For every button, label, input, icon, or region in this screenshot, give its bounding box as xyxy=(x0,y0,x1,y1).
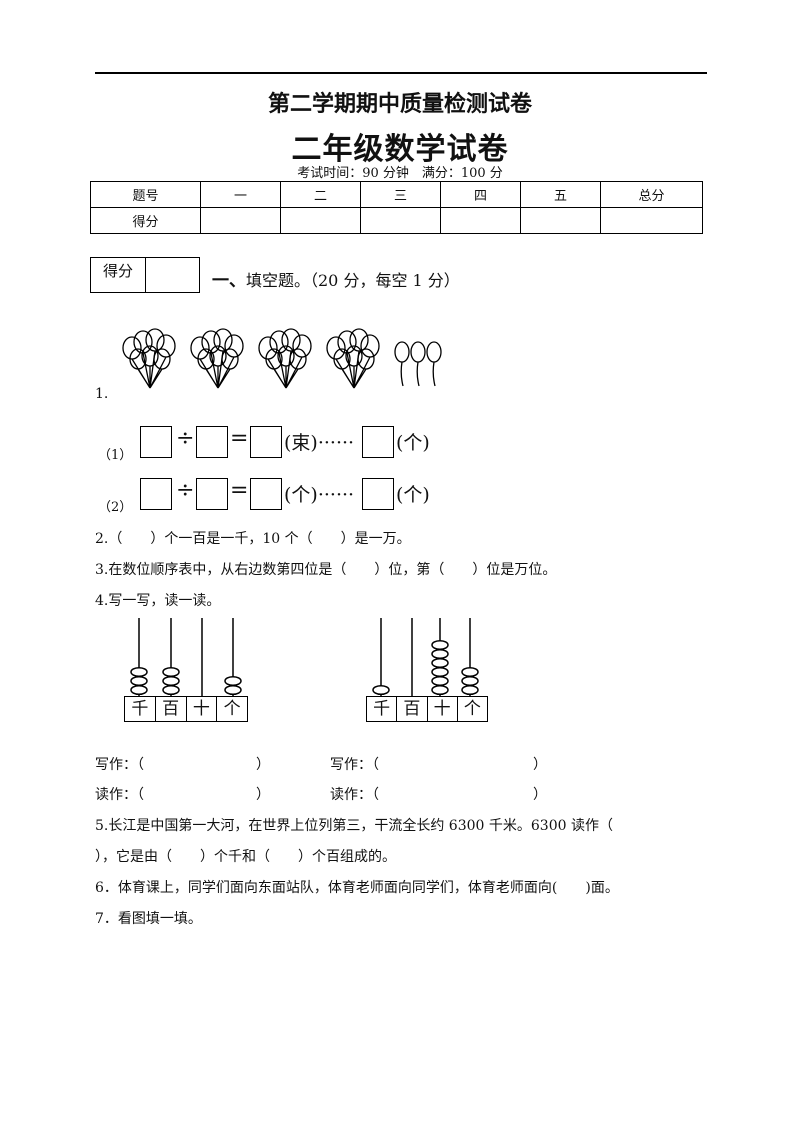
abacus-bead xyxy=(162,675,180,687)
unit-label: (个) xyxy=(396,484,430,506)
abacus-bead xyxy=(461,666,479,678)
abacus-bead xyxy=(431,666,449,678)
abacus-bead xyxy=(130,666,148,678)
question-5-line-2: ），它是由（ ）个千和（ ）个百组成的。 xyxy=(95,849,396,865)
answer-box[interactable] xyxy=(362,426,394,458)
section-heading-text: 填空题。（20 分，每空 1 分） xyxy=(246,271,460,290)
unit-label: (束)······ xyxy=(284,432,355,454)
write-answer-2[interactable]: 写作：（ ） xyxy=(330,757,547,773)
section-score-label: 得分 xyxy=(91,258,146,292)
score-header-cell: 五 xyxy=(520,181,601,208)
question-1-equation-2: （2） ÷ = (个)······ (个) xyxy=(0,472,800,515)
abacus-left xyxy=(130,618,242,696)
abacus-right-base: 千 百 十 个 xyxy=(366,696,488,722)
place-label: 百 xyxy=(397,697,428,721)
abacus-bead xyxy=(431,639,449,651)
question-6: 6．体育课上，同学们面向东面站队，体育老师面向同学们，体育老师面向( )面。 xyxy=(95,880,619,896)
question-3: 3.在数位顺序表中，从右边数第四位是（ ）位，第（ ）位是万位。 xyxy=(95,562,557,578)
equals-sign: = xyxy=(230,426,249,451)
score-table: 题号 一 二 三 四 五 总分 得分 xyxy=(90,181,703,234)
score-cell[interactable] xyxy=(520,207,601,234)
place-label: 百 xyxy=(156,697,187,721)
abacus-bead xyxy=(224,675,242,687)
question-4: 4.写一写，读一读。 xyxy=(95,593,221,609)
place-label: 千 xyxy=(367,697,398,721)
single-balloons xyxy=(394,341,442,387)
score-cell[interactable] xyxy=(200,207,281,234)
answer-box[interactable] xyxy=(250,426,282,458)
read-answer-2[interactable]: 读作：（ ） xyxy=(330,787,547,803)
unit-label: (个)······ xyxy=(284,484,355,506)
place-label: 个 xyxy=(223,699,241,719)
question-7: 7．看图填一填。 xyxy=(95,911,202,927)
place-label: 千 xyxy=(125,697,156,721)
question-1-number: 1. xyxy=(95,386,109,402)
exam-title: 第二学期期中质量检测试卷 xyxy=(267,92,532,117)
answer-box[interactable] xyxy=(196,426,228,458)
abacus-bead xyxy=(162,684,180,696)
score-cell[interactable] xyxy=(440,207,521,234)
answer-box[interactable] xyxy=(250,478,282,510)
place-label: 十 xyxy=(428,697,458,721)
abacus-bead xyxy=(224,684,242,696)
score-header-cell: 四 xyxy=(440,181,521,208)
question-2: 2.（ ）个一百是一千，10 个（ ）是一万。 xyxy=(95,531,411,547)
question-1-equation-1: （1） ÷ = (束)······ (个) xyxy=(0,420,800,463)
balloon-bunch xyxy=(190,328,244,389)
abacus-bead xyxy=(461,684,479,696)
balloon-bunch xyxy=(258,328,312,389)
score-cell[interactable] xyxy=(360,207,441,234)
abacus-bead xyxy=(130,684,148,696)
abacus-bead xyxy=(431,675,449,687)
question-5-line-1: 5.长江是中国第一大河，在世界上位列第三，干流全长约 6300 千米。6300 … xyxy=(95,818,613,834)
score-table-score-row: 得分 xyxy=(90,207,703,234)
exam-info: 考试时间：90 分钟 满分：100 分 xyxy=(297,166,503,181)
score-header-cell: 一 xyxy=(200,181,281,208)
answer-box[interactable] xyxy=(140,478,172,510)
balloons-illustration xyxy=(122,328,442,389)
equation-label: （2） xyxy=(98,500,133,515)
abacus-bead xyxy=(461,675,479,687)
score-cell[interactable] xyxy=(600,207,703,234)
abacus-bead xyxy=(431,657,449,669)
abacus-bead xyxy=(162,666,180,678)
section-score-box: 得分 xyxy=(90,257,200,293)
header-rule xyxy=(95,72,707,74)
abacus-bead xyxy=(372,684,390,696)
score-header-cell: 二 xyxy=(280,181,361,208)
score-header-cell: 题号 xyxy=(90,181,201,208)
read-answer-1[interactable]: 读作：（ ） xyxy=(95,787,270,803)
score-cell[interactable] xyxy=(280,207,361,234)
exam-subtitle: 二年级数学试卷 xyxy=(291,132,509,167)
abacus-left-base: 千 百 十 个 xyxy=(124,696,248,722)
abacus-bead xyxy=(130,675,148,687)
section-number: 一、 xyxy=(212,271,246,291)
abacus-bead xyxy=(431,648,449,660)
equals-sign: = xyxy=(230,478,249,503)
equation-label: （1） xyxy=(98,448,133,463)
score-header-cell: 三 xyxy=(360,181,441,208)
place-label: 十 xyxy=(187,697,218,721)
divide-sign: ÷ xyxy=(176,478,195,503)
answer-box[interactable] xyxy=(196,478,228,510)
answer-box[interactable] xyxy=(362,478,394,510)
place-label: 个 xyxy=(463,699,481,719)
unit-label: (个) xyxy=(396,432,430,454)
abacus-right xyxy=(372,618,479,696)
abacus-bead xyxy=(431,684,449,696)
write-answer-1[interactable]: 写作：（ ） xyxy=(95,757,270,773)
score-row-label: 得分 xyxy=(90,207,201,234)
answer-box[interactable] xyxy=(140,426,172,458)
score-header-cell: 总分 xyxy=(600,181,703,208)
section-heading: 一、填空题。（20 分，每空 1 分） xyxy=(212,266,460,291)
balloon-bunch xyxy=(326,328,380,389)
divide-sign: ÷ xyxy=(176,426,195,451)
balloon-bunch xyxy=(122,328,176,389)
score-table-header-row: 题号 一 二 三 四 五 总分 xyxy=(90,181,703,208)
